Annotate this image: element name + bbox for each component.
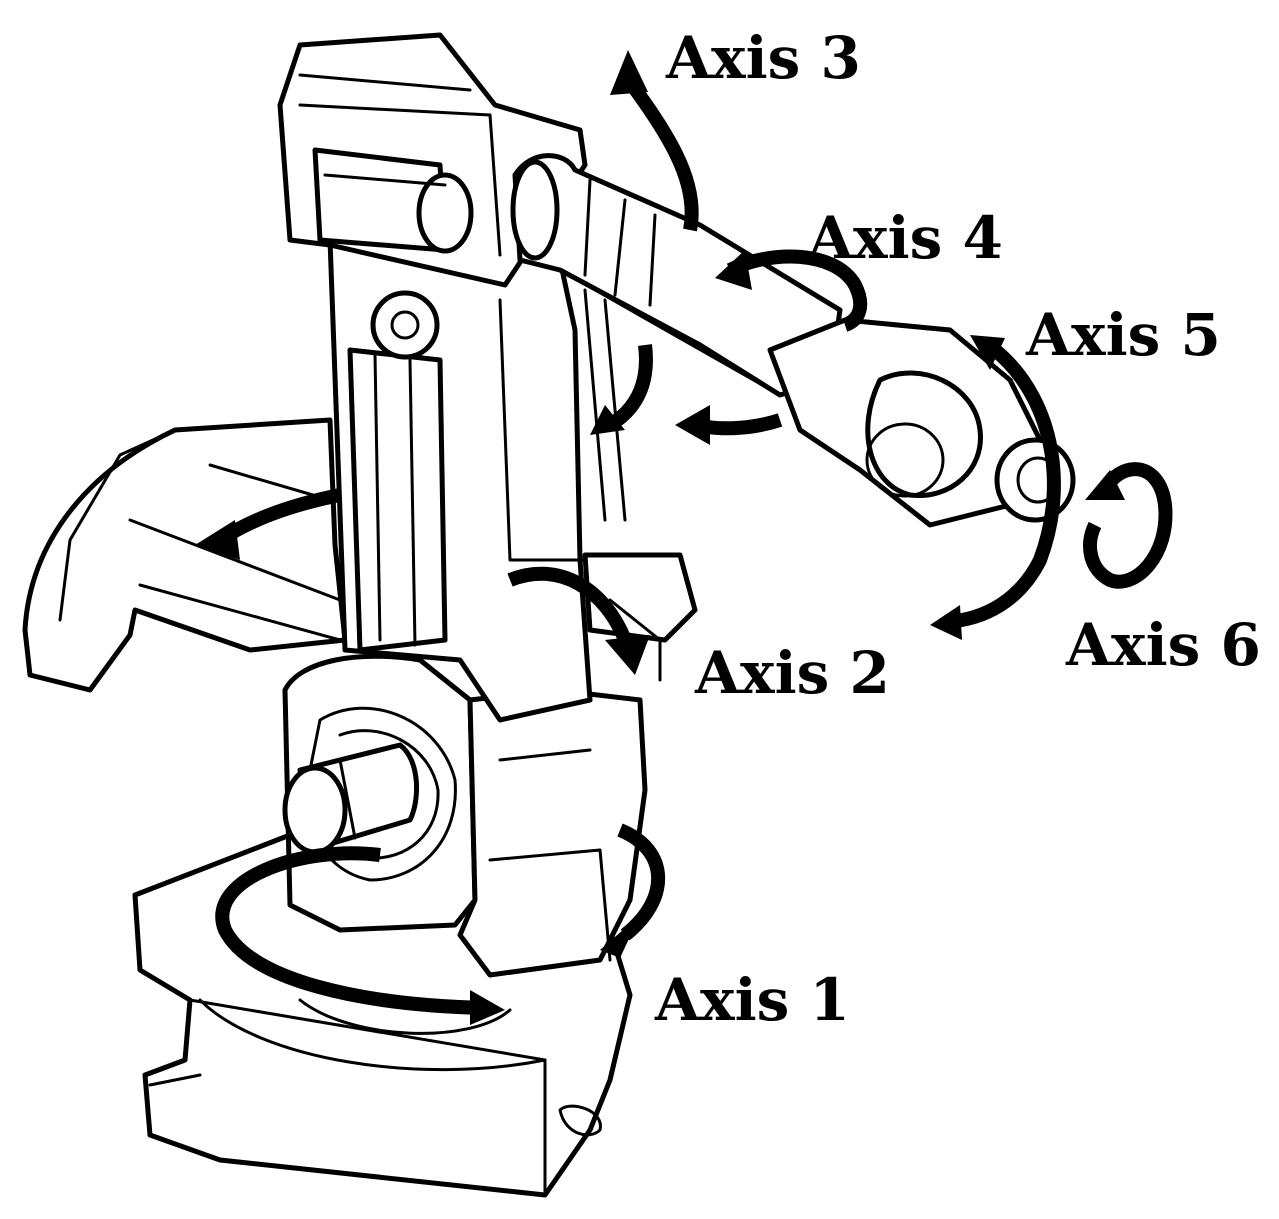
axis3-label: Axis 3 (665, 24, 861, 92)
axis2-label: Axis 2 (694, 639, 890, 707)
axis5-arrow (930, 335, 1061, 640)
axis4-arrow (675, 249, 868, 445)
axis3-arrow (590, 50, 699, 435)
axis1-label: Axis 1 (654, 966, 850, 1034)
rotation-arrows (195, 50, 1173, 1025)
counterweight (22, 417, 348, 693)
forearm (510, 153, 843, 398)
axis-labels: Axis 3 Axis 4 Axis 5 Axis 6 Axis 2 Axis … (654, 24, 1261, 1034)
axis5-label: Axis 5 (1025, 301, 1221, 369)
axis6-label: Axis 6 (1065, 611, 1261, 679)
axis2-arrow (195, 488, 650, 675)
upper-arm-housing (277, 32, 588, 288)
axis4-label: Axis 4 (807, 204, 1003, 272)
wrist (767, 317, 1076, 528)
robot-illustration (22, 32, 1076, 1198)
lower-arm (327, 237, 698, 723)
axis6-arrow (1083, 462, 1173, 589)
turret-housing (282, 653, 648, 978)
axis1-arrow (215, 823, 666, 1025)
